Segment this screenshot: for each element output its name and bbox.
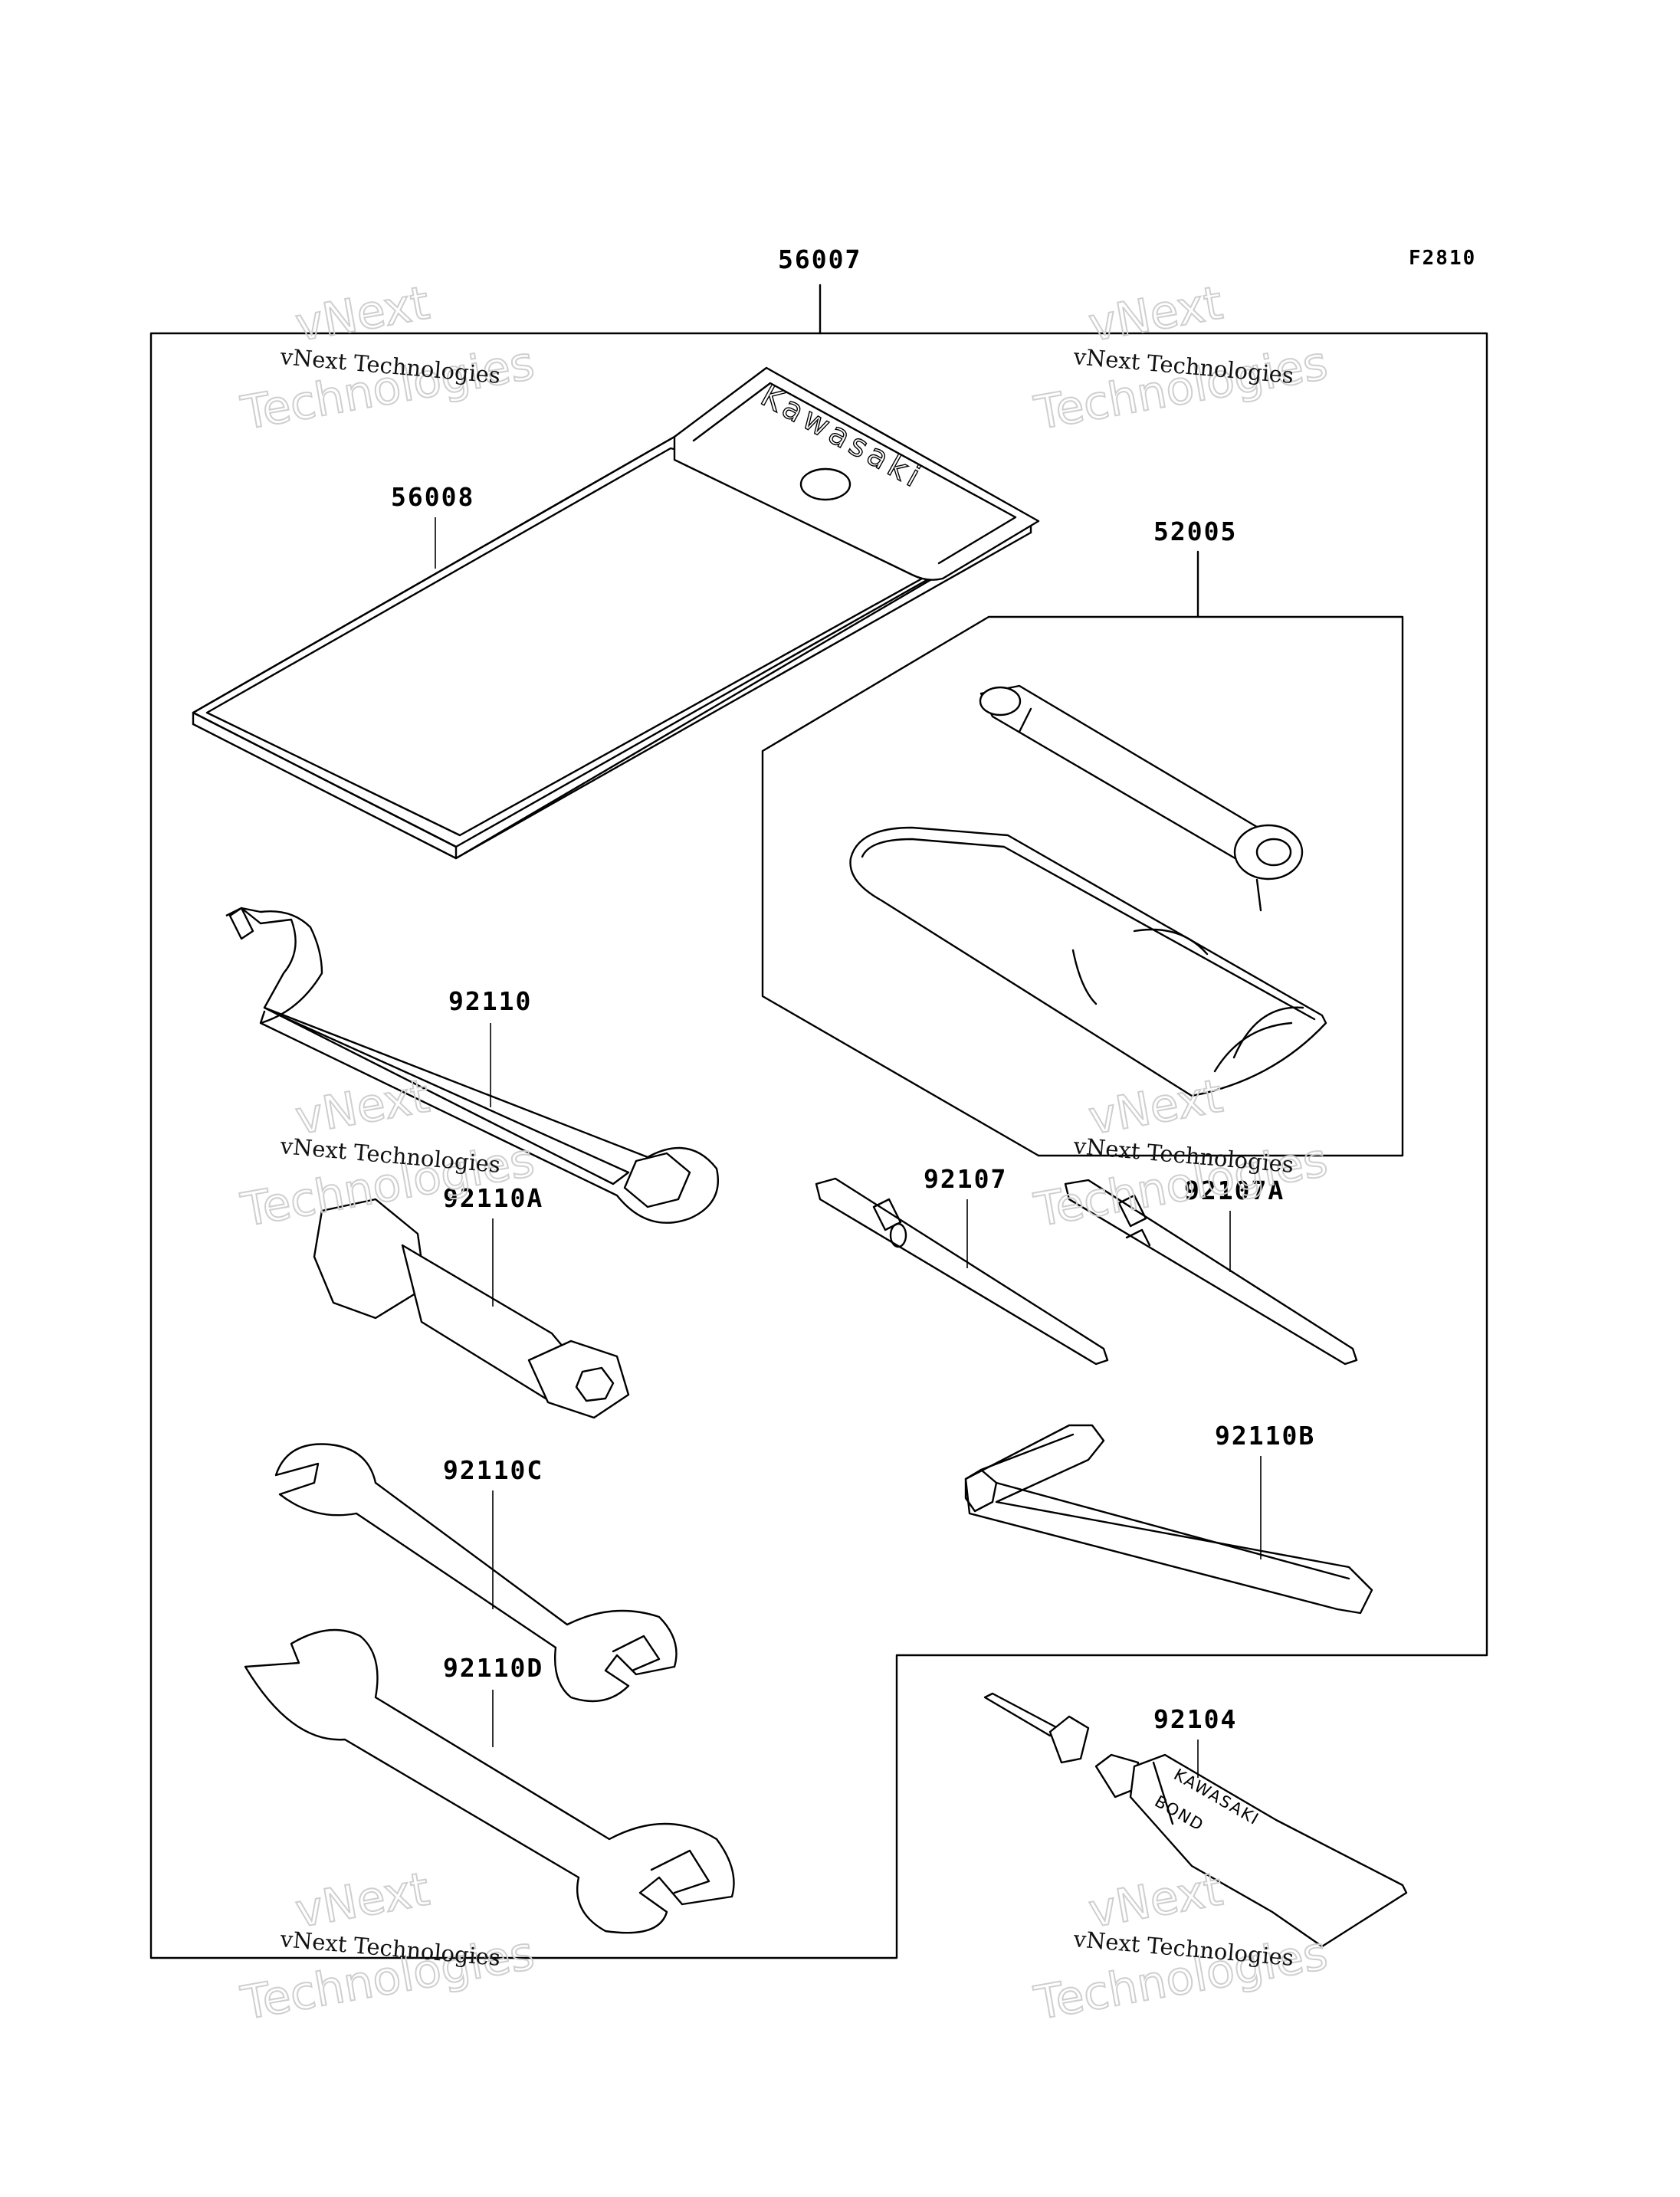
wrench-d-drawing — [244, 1628, 735, 1934]
watermark-top-left: vNext Technologies vNext Technologies — [236, 275, 539, 441]
wrench-c-drawing — [274, 1443, 678, 1703]
spanner-wrench-drawing — [225, 907, 719, 1224]
tube-drawing — [979, 684, 1304, 912]
screwdriver-drawing — [815, 1177, 1109, 1366]
part-label-92107A: 92107A — [1184, 1176, 1285, 1205]
watermark-outline-top: vNext — [1084, 1862, 1226, 1938]
part-label-92110A: 92110A — [443, 1183, 543, 1213]
watermark-bottom-left: vNext Technologies vNext Technologies — [236, 1861, 539, 2031]
watermark-outline-top: vNext — [1084, 1069, 1226, 1145]
part-label-56008: 56008 — [391, 482, 474, 512]
watermark-outline-top: vNext — [291, 1069, 433, 1145]
hex-key-drawing — [964, 1424, 1373, 1615]
watermark-outline-top: vNext — [1084, 276, 1226, 352]
screwdriver-a-drawing — [1064, 1179, 1358, 1366]
plug-wrench-drawing — [313, 1198, 630, 1419]
part-label-92110B: 92110B — [1215, 1421, 1315, 1451]
part-label-92110D: 92110D — [443, 1653, 543, 1683]
pouch-drawing — [849, 826, 1327, 1097]
watermark-mid-right: vNext Technologies vNext Technologies — [1029, 1068, 1332, 1238]
part-label-92104: 92104 — [1153, 1704, 1237, 1734]
part-label-56007: 56007 — [778, 244, 861, 274]
figure-code: F2810 — [1409, 247, 1476, 270]
kit-outline — [149, 284, 1488, 1959]
watermark-outline-top: vNext — [291, 1862, 433, 1938]
watermark-top-right: vNext Technologies vNext Technologies — [1029, 275, 1332, 441]
part-label-92110C: 92110C — [443, 1455, 543, 1485]
part-label-92110: 92110 — [448, 986, 532, 1016]
tool-case-drawing: Kawasaki — [192, 366, 1040, 860]
part-label-52005: 52005 — [1153, 516, 1237, 546]
watermark-outline-top: vNext — [291, 276, 433, 352]
tube-set-outline — [761, 550, 1404, 1157]
part-label-92107: 92107 — [924, 1164, 1007, 1194]
